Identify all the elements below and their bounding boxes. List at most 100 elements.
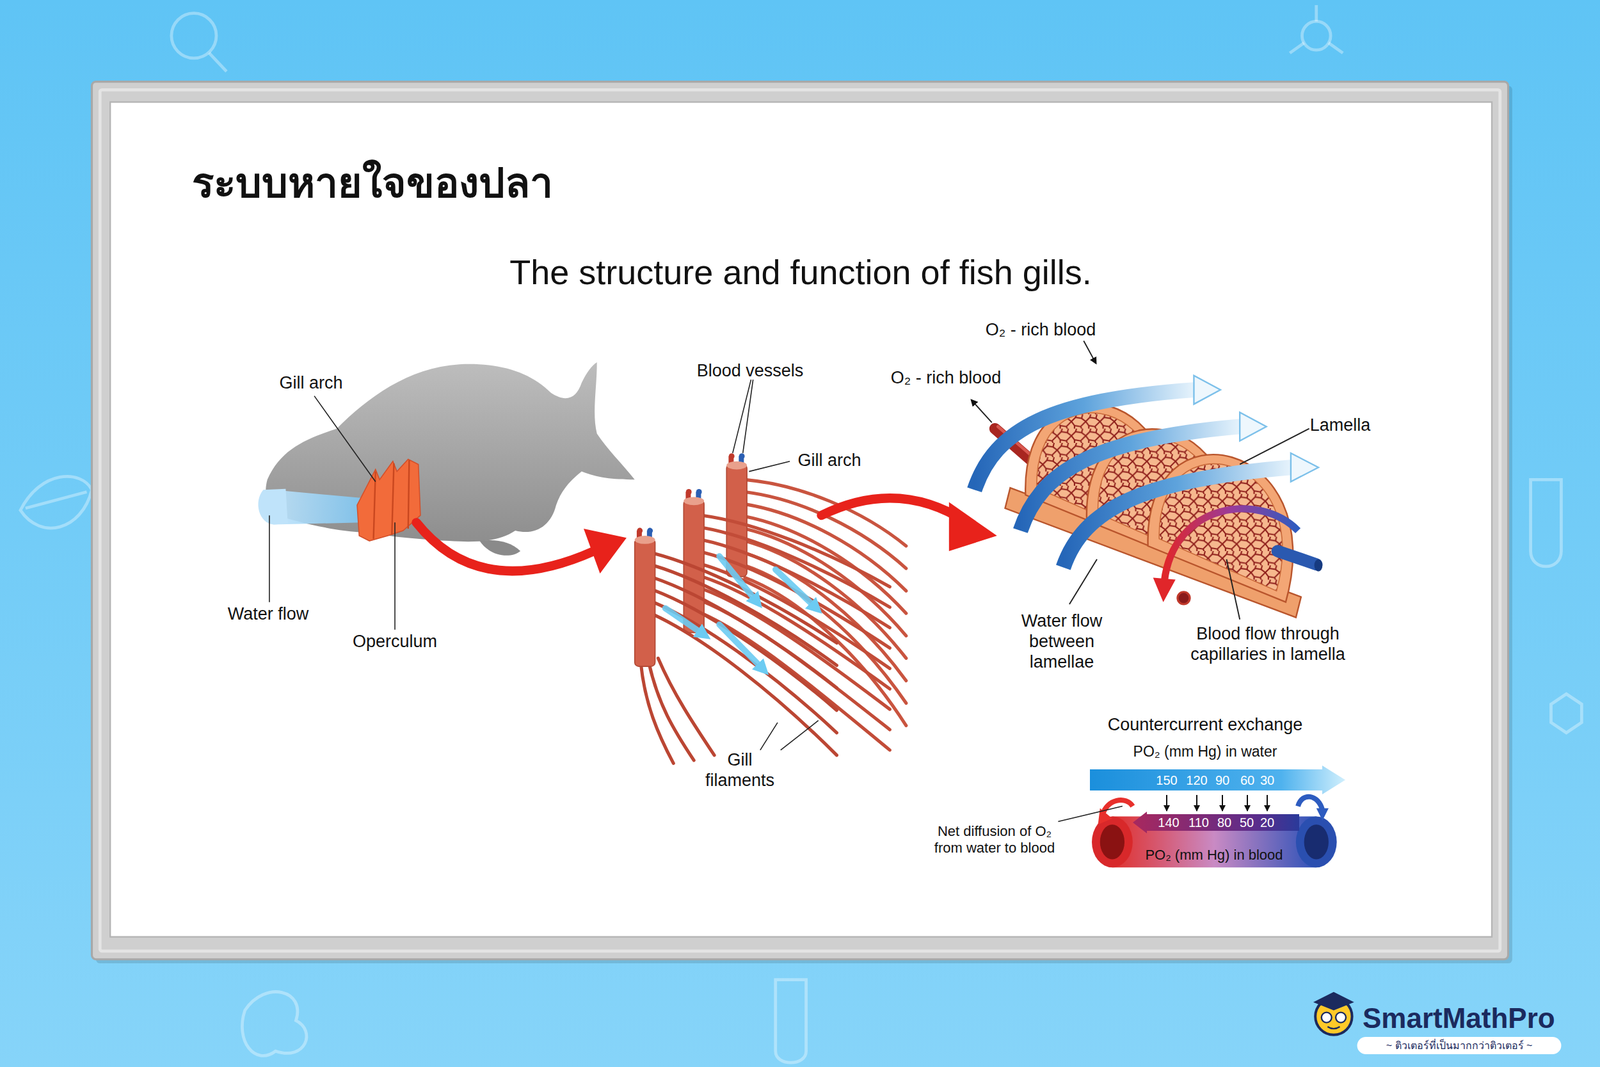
illustration [20, 5, 1582, 1063]
whiteboard-frame [99, 89, 1501, 952]
fish-body [265, 362, 635, 542]
logo [1357, 1036, 1562, 1055]
filament-leader-lines [748, 461, 790, 472]
po2-value: 50 [1239, 816, 1254, 829]
lamella-illustration [1314, 559, 1323, 572]
whiteboard-frame [96, 85, 1513, 964]
po2-value: 60 [1240, 773, 1255, 787]
gill-filaments [696, 488, 703, 495]
water-po2-band: 150120906030 [1089, 765, 1346, 795]
background-icons [20, 476, 93, 528]
gill-arch-fish [373, 460, 410, 539]
background-icons [20, 5, 1582, 1063]
logo [1335, 1012, 1346, 1023]
water-flow-arrows [665, 608, 705, 635]
whiteboard-frame [91, 81, 1508, 960]
lamella-leader-lines [1239, 428, 1309, 465]
gill-filaments [739, 453, 745, 459]
gill-filaments [702, 600, 890, 730]
po2-value: 80 [1217, 816, 1232, 829]
page-title: ระบบหายใจของปลา [192, 159, 553, 208]
fish-leader-lines [268, 515, 271, 603]
po2-value: 30 [1260, 773, 1275, 787]
lamella-leader-lines [971, 400, 992, 423]
lamella-leader-lines [1083, 341, 1096, 364]
water-flow-mouth [257, 488, 363, 525]
gill-filaments [702, 613, 890, 751]
filament-leader-lines [780, 720, 819, 751]
background-icons [1530, 479, 1562, 567]
lamella-illustration [974, 375, 1323, 618]
part-label: Gill arch [797, 450, 861, 472]
lamella-illustration [1290, 453, 1319, 482]
countercurrent-pipe [1304, 824, 1329, 859]
part-label: Blood flow through capillaries in lamell… [1171, 624, 1364, 665]
zoom-arrow [821, 497, 997, 552]
zoom-arrow [949, 501, 998, 552]
gill-filaments [634, 535, 656, 544]
background-icons [241, 992, 307, 1056]
logo-tagline: ~ ติวเตอร์ที่เป็นมากกว่าติวเตอร์ ~ [1386, 1040, 1533, 1053]
fish-leader-lines [314, 396, 376, 482]
part-label: Operculum [352, 631, 438, 653]
po2-value: 110 [1188, 816, 1209, 829]
background-icons [209, 53, 227, 72]
gill-filaments [683, 496, 704, 505]
lamella-illustration [1063, 467, 1291, 568]
zoom-arrow [416, 522, 594, 571]
background-icons [1289, 5, 1343, 54]
lamella-leader-lines [971, 341, 1310, 620]
lamella-leader-lines [1069, 559, 1097, 605]
water-flow-arrows [775, 569, 817, 609]
gill-filaments [636, 528, 643, 534]
gill-filaments [640, 552, 837, 763]
part-label: Water flow between lamellae [1007, 611, 1117, 673]
filament-leader-lines [760, 722, 778, 751]
part-label: O₂ - rich blood [985, 320, 1097, 341]
gill-filaments [702, 588, 890, 710]
gill-filaments [647, 528, 653, 534]
po2-value: 140 [1157, 816, 1179, 829]
axis-label: PO₂ (mm Hg) in blood [1144, 846, 1283, 864]
blood-po2-band: 140110805020 [1132, 811, 1300, 834]
gill-filaments [726, 461, 747, 470]
lamella-leader-lines [1226, 559, 1240, 620]
logo [1313, 992, 1355, 1011]
lamella-illustration [1193, 375, 1220, 405]
part-label: Gill filaments [691, 750, 788, 792]
po2-value: 90 [1215, 773, 1230, 787]
gill-filaments [657, 657, 715, 755]
diffusion-arrow [1221, 794, 1224, 811]
part-label: Lamella [1310, 415, 1371, 436]
diffusion-arrow [1246, 794, 1248, 811]
lamella-illustration [1239, 412, 1266, 441]
filament-leader-lines [732, 379, 819, 751]
gill-filaments [652, 614, 837, 756]
axis-label: PO₂ (mm Hg) in water [1133, 743, 1278, 761]
note-label: Net diffusion of O₂ from water to blood [932, 823, 1058, 857]
gill-filaments [702, 527, 890, 607]
countercurrent-pipe [1091, 796, 1337, 868]
whiteboard-frame [91, 81, 1512, 964]
po2-value: 150 [1155, 773, 1177, 787]
band-arrow [1132, 811, 1300, 834]
panel-heading: Countercurrent exchange [1107, 714, 1304, 736]
zoom-arrow [583, 528, 627, 574]
part-label: O₂ - rich blood [890, 368, 1002, 389]
water-flow-arrows [719, 556, 758, 603]
subtitle: The structure and function of fish gills… [509, 252, 1092, 294]
fish-leader-lines [394, 522, 396, 630]
lamella-illustration [1153, 577, 1176, 602]
part-label: Blood vessels [696, 360, 804, 382]
logo [1321, 1012, 1332, 1023]
gill-filaments [744, 492, 907, 569]
countercurrent-pipe [1316, 808, 1329, 821]
background-icons [1550, 693, 1582, 733]
part-label: Water flow [227, 604, 310, 625]
water-flow-arrows [665, 556, 817, 670]
logo [1313, 992, 1561, 1055]
lamella-illustration [1277, 551, 1317, 565]
